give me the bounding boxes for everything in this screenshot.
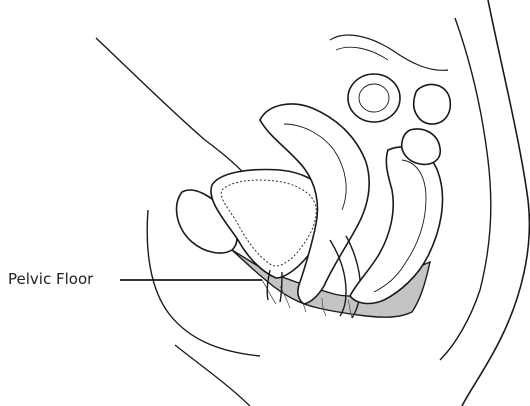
peritoneum-outline-2: [336, 47, 388, 60]
peritoneum-outline: [330, 35, 448, 70]
intestine-loop-1: [348, 74, 400, 122]
abdominal-wall-outline: [96, 38, 248, 178]
sacrum-outline: [440, 18, 491, 360]
intestine-loop-2: [414, 84, 451, 124]
body-outline-back: [462, 0, 529, 406]
pelvic-floor-label: Pelvic Floor: [8, 270, 93, 288]
thigh-outline: [175, 345, 250, 406]
